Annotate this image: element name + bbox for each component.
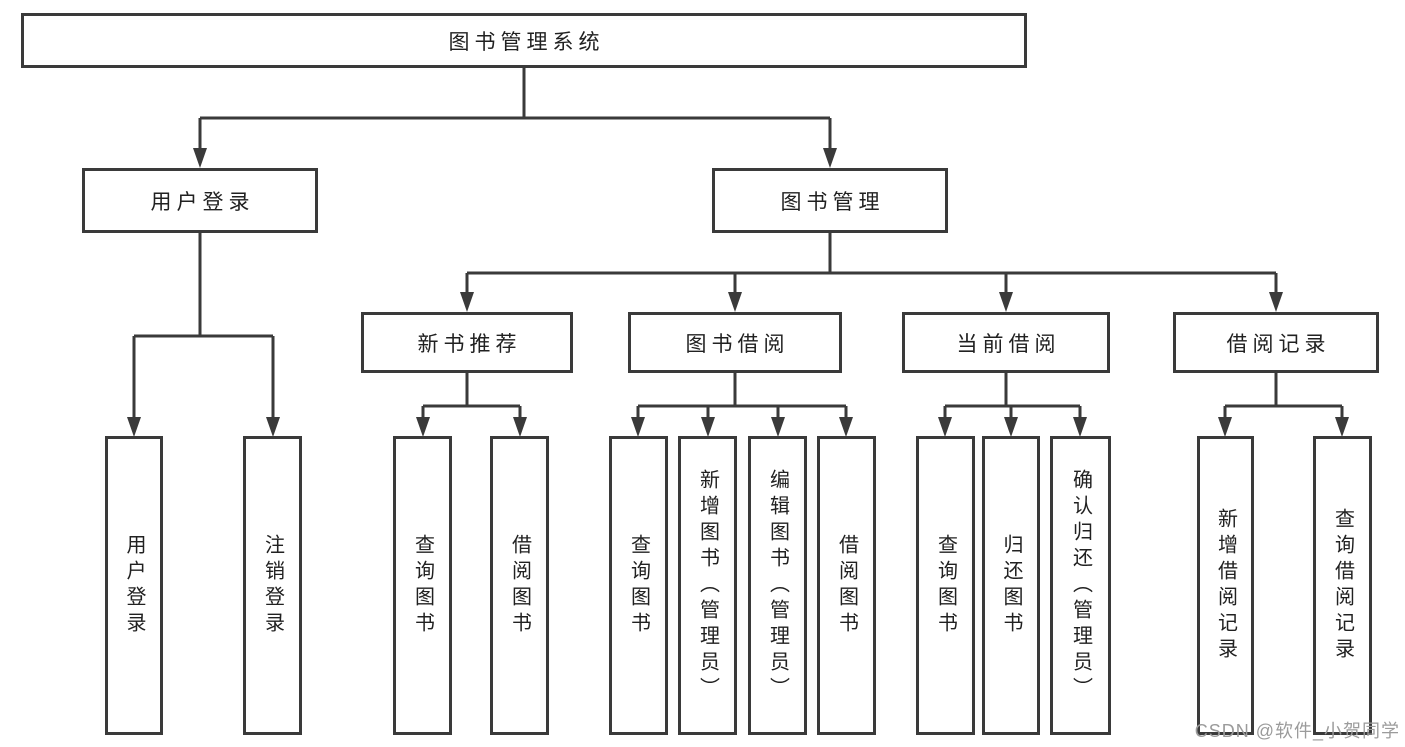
leaf-add-books-admin: 新增图书（管理员） — [678, 436, 737, 735]
leaf-borrow-books: 借阅图书 — [817, 436, 876, 735]
node-book-management: 图书管理 — [712, 168, 948, 233]
leaf-edit-books-admin: 编辑图书（管理员） — [748, 436, 807, 735]
leaf-query-books-current-label: 查询图书 — [934, 533, 957, 638]
leaf-borrow-books-recommend: 借阅图书 — [490, 436, 549, 735]
leaf-user-login: 用户登录 — [105, 436, 163, 735]
leaf-edit-books-admin-label: 编辑图书（管理员） — [766, 468, 789, 703]
leaf-query-books-recommend-label: 查询图书 — [411, 533, 434, 638]
node-new-book-recommend: 新书推荐 — [361, 312, 573, 373]
leaf-user-login-label: 用户登录 — [123, 533, 145, 638]
leaf-query-borrow-record: 查询借阅记录 — [1313, 436, 1372, 735]
node-current-borrowing: 当前借阅 — [902, 312, 1110, 373]
node-book-borrowing: 图书借阅 — [628, 312, 842, 373]
node-user-login: 用户登录 — [82, 168, 318, 233]
leaf-return-books-label: 归还图书 — [1000, 533, 1022, 638]
leaf-logout: 注销登录 — [243, 436, 302, 735]
leaf-add-borrow-record-label: 新增借阅记录 — [1214, 507, 1237, 664]
leaf-return-books: 归还图书 — [982, 436, 1040, 735]
leaf-add-books-admin-label: 新增图书（管理员） — [696, 468, 719, 703]
node-library-management-system: 图书管理系统 — [21, 13, 1027, 68]
leaf-borrow-books-recommend-label: 借阅图书 — [508, 533, 531, 638]
leaf-borrow-books-label: 借阅图书 — [835, 533, 858, 638]
leaf-query-borrow-record-label: 查询借阅记录 — [1331, 507, 1354, 664]
leaf-confirm-return-admin-label: 确认归还（管理员） — [1069, 468, 1092, 703]
leaf-add-borrow-record: 新增借阅记录 — [1197, 436, 1254, 735]
leaf-logout-label: 注销登录 — [261, 533, 284, 638]
arrowheads — [127, 148, 1349, 437]
leaf-query-books-recommend: 查询图书 — [393, 436, 452, 735]
leaf-confirm-return-admin: 确认归还（管理员） — [1050, 436, 1111, 735]
leaf-query-books-current: 查询图书 — [916, 436, 975, 735]
csdn-watermark: CSDN @软件_小贺同学 — [1194, 721, 1400, 741]
node-borrowing-records: 借阅记录 — [1173, 312, 1379, 373]
leaf-query-books-borrowing: 查询图书 — [609, 436, 668, 735]
leaf-query-books-borrowing-label: 查询图书 — [627, 533, 650, 638]
